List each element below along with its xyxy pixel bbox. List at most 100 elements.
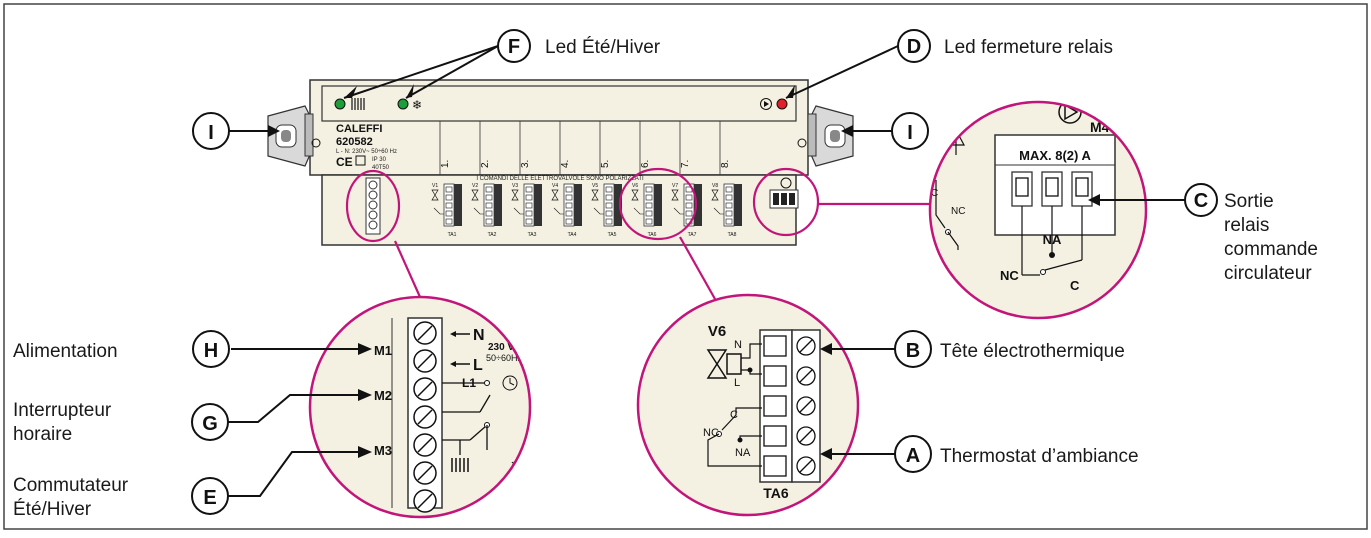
callout-i-right-letter: I [907, 122, 913, 144]
channel-number: 3. [520, 160, 531, 168]
callout-g-letter: G [202, 413, 218, 435]
thermostat-tag: TA3 [528, 232, 537, 238]
callout-e-line-1: Commutateur [13, 475, 129, 496]
terminal-m2: M2 [374, 388, 392, 403]
callout-i-right: I [891, 112, 929, 150]
led-strip [321, 85, 797, 122]
valve-icon [706, 349, 728, 379]
thermostat-tag: TA7 [688, 232, 697, 238]
callout-g: G Interrupteur horaire [13, 400, 229, 445]
callout-a-label: Thermostat d’ambiance [940, 446, 1139, 467]
valve-tag: V3 [512, 183, 518, 189]
thermostat-tag: TA4 [568, 232, 577, 238]
valve-tag: V7 [672, 183, 678, 189]
channel-number: 7. [680, 160, 691, 168]
thermostat-tag: TA6 [648, 232, 657, 238]
ta6-label: TA6 [763, 485, 789, 501]
highlight-power-terminal [345, 169, 401, 243]
valve-tag: V2 [472, 183, 478, 189]
neutral-label: N [473, 327, 485, 344]
callout-h-label: Alimentation [13, 341, 118, 362]
callout-c-letter: C [1194, 190, 1208, 212]
channel-number: 5. [600, 160, 611, 168]
snowflake-icon: ❄ [412, 98, 422, 112]
zoom-channel-6: V6 N L C NC NA TA6 [636, 293, 860, 517]
valve-tag: V4 [552, 183, 558, 189]
callout-b-label: Tête électrothermique [940, 341, 1125, 362]
relay-c-label: C [1070, 278, 1080, 293]
callout-i-left-letter: I [208, 122, 214, 144]
ce-mark: CE [336, 155, 353, 169]
callout-h: H Alimentation [13, 330, 230, 368]
channel-numbers: 1. 2. 3. 4. 5. 6. 7. 8. [440, 160, 731, 168]
highlight-pump-relay [752, 167, 820, 237]
terminal-m3: M3 [374, 443, 392, 458]
frequency-label: 50÷60Hz [486, 353, 522, 363]
thermostat-tag: TA8 [728, 232, 737, 238]
valve-tag: V5 [592, 183, 598, 189]
mid-n-label: N [734, 339, 742, 351]
screw-icon-right [797, 138, 807, 148]
callout-c-line-1: Sortie [1224, 191, 1274, 212]
side-c-label: C [931, 188, 938, 199]
mid-c-label: C [730, 409, 738, 421]
callout-e: E Commutateur Été/Hiver [13, 475, 229, 520]
channel-number: 4. [560, 160, 571, 168]
power-terminal-strip [365, 177, 381, 235]
channel-number: 2. [480, 160, 491, 168]
clock-icon [502, 375, 518, 391]
terminal-m1: M1 [374, 343, 392, 358]
thermostat-tag: TA5 [608, 232, 617, 238]
callout-b: B Tête électrothermique [894, 330, 1125, 368]
radiator-icon-zoom [451, 458, 469, 472]
callout-d-label: Led fermeture relais [944, 37, 1113, 58]
thermostat-tag: TA2 [488, 232, 497, 238]
thermostat-tag: TA1 [448, 232, 457, 238]
callout-c-line-2: relais [1224, 215, 1269, 236]
pump-icon [760, 98, 772, 110]
callout-e-letter: E [203, 487, 216, 509]
callout-f-letter: F [508, 36, 520, 58]
callout-a-letter: A [906, 445, 920, 467]
pump-relay-terminal [769, 177, 799, 209]
callout-c: C Sortie relais commande circulateur [1184, 183, 1318, 284]
line-label: L [473, 357, 483, 374]
relay-max-label: MAX. 8(2) A [1019, 148, 1091, 163]
callout-c-line-4: circulateur [1224, 263, 1312, 284]
callout-c-line-3: commande [1224, 239, 1318, 260]
callout-g-line-1: Interrupteur [13, 400, 112, 421]
voltage-label: 230 V~ [488, 342, 520, 353]
temp-rating: 40T50 [372, 165, 390, 171]
side-nc-label: NC [951, 206, 965, 217]
channel-number: 6. [640, 160, 651, 168]
callout-e-line-2: Été/Hiver [13, 499, 92, 520]
device-enclosure: ❄ CALEFFI 620582 L - N: 230V~ 50÷60 Hz C… [267, 79, 854, 246]
zoom-pump-relay: M4 MAX. 8(2) A NA NC C C NC [928, 100, 1148, 320]
callout-leaders [228, 45, 1185, 497]
channel-number: 1. [440, 160, 451, 168]
valve-tag: V6 [632, 183, 638, 189]
mid-na-label: NA [735, 447, 751, 459]
callout-h-letter: H [204, 340, 218, 362]
zoom-power-inputs: ❄ M1 M2 M3 N L 230 V~ 50÷60Hz L1 [308, 295, 532, 519]
mount-clip-left [267, 105, 314, 167]
mid-l-label: L [734, 377, 740, 389]
channel-number: 8. [720, 160, 731, 168]
relay-nc-label: NC [1000, 268, 1019, 283]
mid-nc-label: NC [703, 427, 719, 439]
double-insulation-icon [355, 155, 366, 166]
screw-icon-left [311, 138, 321, 148]
callout-a: A Thermostat d’ambiance [894, 435, 1139, 473]
radiator-icon [351, 98, 365, 110]
mount-clip-right [807, 105, 854, 167]
valve-tag: V8 [712, 183, 718, 189]
